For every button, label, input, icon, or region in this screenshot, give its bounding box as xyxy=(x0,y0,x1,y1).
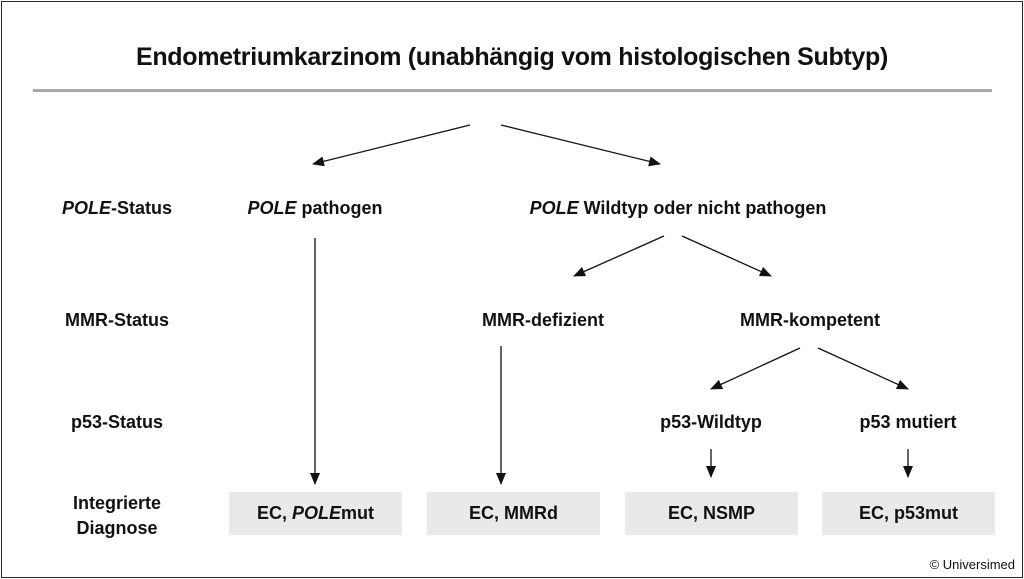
arrow-root-to-pole-pathogen xyxy=(312,124,471,167)
diagnosis-ec-polemut-italic: POLE xyxy=(292,503,342,523)
node-mmr-deficient: MMR-defizient xyxy=(482,310,604,330)
p53-status-label: p53-Status xyxy=(70,412,164,432)
node-mmr-competent: MMR-kompetent xyxy=(740,310,880,330)
arrow-mmr-competent-to-p53-mutated xyxy=(817,347,909,390)
arrow-wildtype-to-mmr-deficient xyxy=(573,235,665,277)
title-divider xyxy=(33,89,992,92)
diagnosis-ec-nsmp: EC, NSMP xyxy=(625,492,798,535)
node-pole-pathogen-rest: pathogen xyxy=(296,198,383,218)
arrow-wildtype-to-mmr-competent xyxy=(681,235,772,277)
diagnosis-ec-p53mut: EC, p53mut xyxy=(822,492,995,535)
integrated-diagnosis-line1: Integrierte xyxy=(72,493,162,513)
node-pole-pathogen: POLE pathogen xyxy=(247,197,382,219)
node-p53-mutated: p53 mutiert xyxy=(859,412,957,432)
pole-status-rest: -Status xyxy=(111,198,173,218)
diagnosis-ec-polemut-suffix: mut xyxy=(341,503,375,523)
diagnosis-ec-polemut-prefix: EC, xyxy=(256,503,292,523)
integrated-diagnosis-line2: Diagnose xyxy=(76,518,158,538)
copyright-notice: © Universimed xyxy=(929,557,1015,572)
node-pole-wildtype-italic: POLE xyxy=(529,198,579,218)
diagram-title: Endometriumkarzinom (unabhängig vom hist… xyxy=(135,43,889,71)
pole-status-label: POLE-Status xyxy=(62,197,172,219)
mmr-status-label: MMR-Status xyxy=(65,310,169,330)
arrow-root-to-pole-wildtype xyxy=(500,124,661,167)
node-pole-wildtype: POLE Wildtyp oder nicht pathogen xyxy=(530,197,827,219)
node-pole-wildtype-rest: Wildtyp oder nicht pathogen xyxy=(578,198,827,218)
arrow-mmr-competent-to-p53-wildtype xyxy=(710,347,801,390)
pole-status-italic: POLE xyxy=(61,198,111,218)
node-pole-pathogen-italic: POLE xyxy=(247,198,297,218)
node-p53-wildtype: p53-Wildtyp xyxy=(660,412,762,432)
diagnosis-ec-mmrd: EC, MMRd xyxy=(427,492,600,535)
integrated-diagnosis-label: Integrierte Diagnose xyxy=(73,491,161,541)
